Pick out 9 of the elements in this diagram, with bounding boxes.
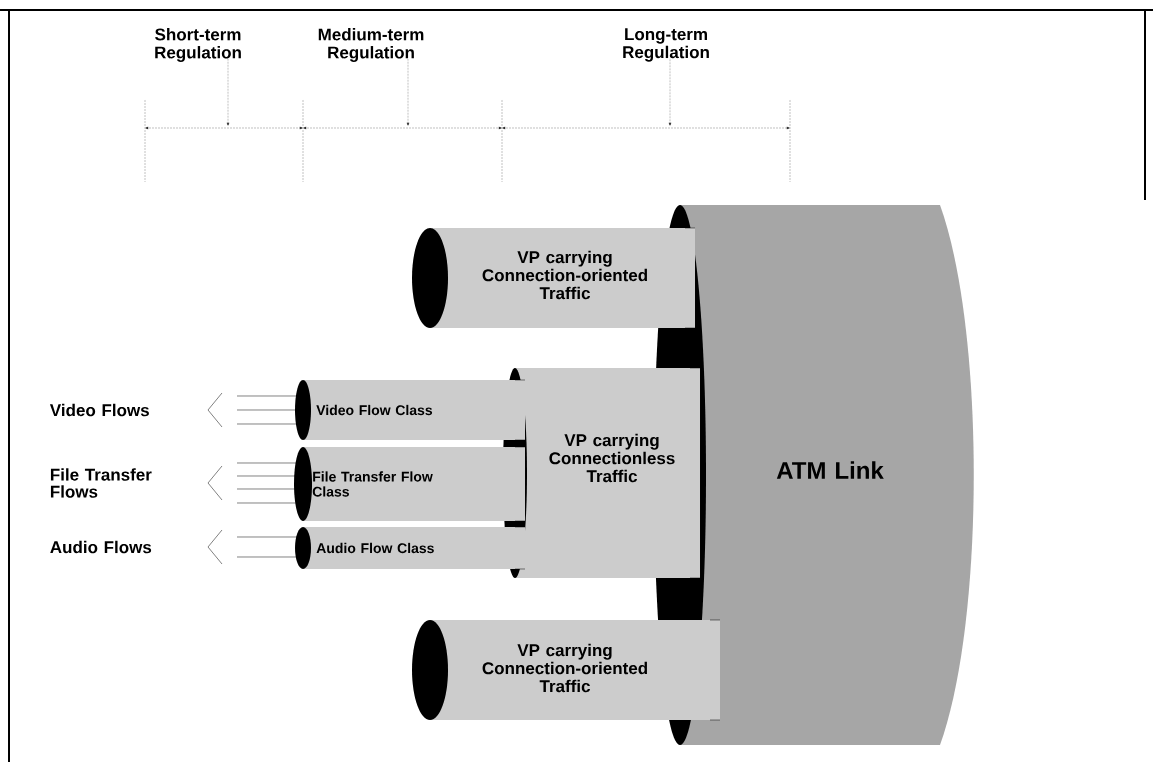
- node-label: Audio Flow Class: [316, 542, 434, 554]
- node-label: File Transfer Flow Class: [312, 471, 433, 497]
- regulation-label: Long-term Regulation: [623, 28, 709, 62]
- regulation-label: Medium-term Regulation: [318, 28, 424, 62]
- flow-label: Video Flows: [49, 403, 149, 417]
- node-label: Video Flow Class: [316, 404, 433, 416]
- flow-label: Audio Flows: [50, 540, 152, 554]
- flow-label: File Transfer Flows: [50, 468, 152, 498]
- regulation-label: Short-term Regulation: [155, 28, 241, 62]
